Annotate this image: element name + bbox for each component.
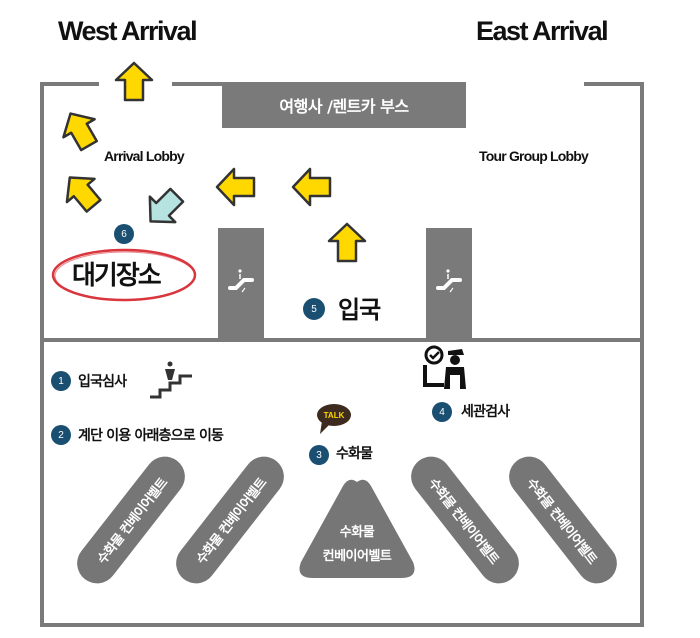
arrow-upleft-2	[65, 176, 102, 213]
escalator-left	[218, 228, 264, 340]
conveyor-belt-3-line2: 컨베이어벨트	[322, 549, 392, 564]
conveyor-belt-label: 수화물 컨베이어벨트	[523, 475, 600, 567]
step-badge-1: 1	[51, 371, 71, 391]
step-label-customs: 세관검사	[461, 404, 510, 420]
step-badge-2: 2	[51, 425, 71, 445]
step-badge-6: 6	[114, 224, 134, 244]
customs-officer-icon	[423, 345, 466, 389]
arrow-up-from-immigration	[327, 222, 367, 263]
conveyor-belt-2: 수화물 컨베이어벨트	[168, 448, 292, 592]
step-badge-3: 3	[309, 445, 329, 465]
stairs-person-icon	[150, 361, 192, 399]
arrow-to-waiting-area	[148, 187, 185, 224]
conveyor-belt-3-triangle	[299, 479, 415, 578]
travel-rental-booth: 여행사 /렌트카 부스	[222, 82, 466, 128]
right-wall	[640, 82, 644, 627]
tour-group-lobby-label: Tour Group Lobby	[479, 148, 589, 164]
west-arrival-title: West Arrival	[58, 16, 198, 46]
step-label-move-downstairs: 계단 이용 아래층으로 이동	[78, 428, 224, 444]
step-label-immigration-check: 입국심사	[78, 374, 127, 390]
conveyor-belt-3-line1: 수화물	[339, 525, 375, 540]
escalator-icon	[228, 269, 254, 293]
top-wall-left	[40, 82, 99, 86]
conveyor-belt-label: 수화물 컨베이어벨트	[94, 475, 171, 567]
escalator-right	[426, 228, 472, 340]
conveyor-belt-1: 수화물 컨베이어벨트	[69, 448, 193, 592]
bottom-wall	[40, 623, 644, 627]
arrival-lobby-label: Arrival Lobby	[104, 148, 185, 164]
arrow-left-1	[215, 167, 256, 207]
step-badge-4: 4	[432, 402, 452, 422]
left-wall	[40, 82, 44, 627]
top-wall-right	[584, 82, 644, 86]
arrow-up-exit	[114, 61, 154, 102]
svg-text:TALK: TALK	[324, 411, 345, 420]
immigration-label: 입국	[338, 296, 381, 324]
booth-label: 여행사 /렌트카 부스	[279, 97, 409, 116]
waiting-area-highlight-oval	[51, 248, 197, 302]
conveyor-belt-5: 수화물 컨베이어벨트	[501, 448, 625, 592]
conveyor-belt-label: 수화물 컨베이어벨트	[193, 475, 270, 567]
arrow-left-2	[291, 167, 332, 207]
arrow-upleft-1	[62, 112, 99, 152]
conveyor-belt-4: 수화물 컨베이어벨트	[403, 448, 527, 592]
conveyor-belt-label: 수화물 컨베이어벨트	[425, 475, 502, 567]
east-arrival-title: East Arrival	[476, 16, 609, 46]
talk-bubble-icon: TALK	[317, 404, 351, 434]
escalator-icon	[436, 269, 462, 293]
step-label-baggage: 수화물	[336, 446, 373, 462]
floor-divider	[40, 338, 644, 342]
waiting-area-label: 대기장소	[72, 261, 162, 291]
step-badge-5: 5	[303, 298, 325, 320]
